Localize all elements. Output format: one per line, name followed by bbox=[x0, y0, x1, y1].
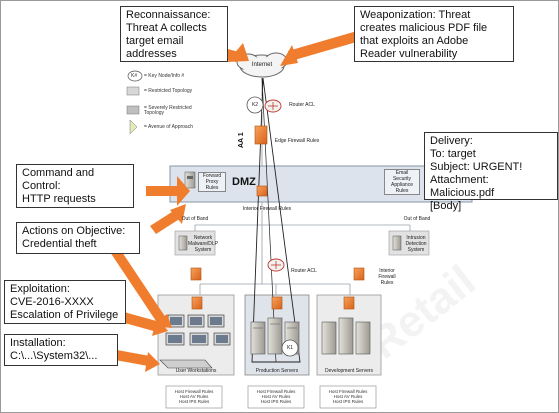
router-top-icon bbox=[264, 99, 282, 113]
forward-proxy-server-icon bbox=[184, 171, 196, 189]
delivery-callout: Delivery: To: target Subject: URGENT! At… bbox=[424, 132, 558, 212]
installation-callout: Installation: C:\...\System32\... bbox=[4, 334, 118, 366]
host-rules-user-label: Host Firewall Rules Host AV Rules Host I… bbox=[174, 389, 214, 404]
prod-fw-icon bbox=[271, 296, 283, 310]
actions-down-arrow bbox=[110, 246, 166, 324]
legend-key-symbol: K# bbox=[131, 73, 138, 79]
host-rules-user-box bbox=[165, 385, 223, 409]
user-fw-icon bbox=[191, 296, 203, 310]
legend-key-node: = Key Node/Info # bbox=[144, 73, 185, 79]
edge-firewall-label: Edge Firewall Rules bbox=[274, 138, 320, 144]
workstation-computers-icon bbox=[159, 314, 231, 369]
interior-firewall-right-label: Interior Firewall Rules bbox=[378, 268, 396, 286]
host-rules-dev-label: Host Firewall Rules Host AV Rules Host I… bbox=[328, 389, 368, 404]
host-rules-prod-label: Host Firewall Rules Host AV Rules Host I… bbox=[256, 389, 296, 404]
development-servers-label: Development Servers bbox=[324, 368, 374, 374]
workstations-firewall-icon bbox=[190, 267, 202, 281]
network-malware-label: Network Malware/DLP System bbox=[188, 235, 219, 253]
k2-label: K2 bbox=[251, 102, 259, 108]
interior-firewall-icon bbox=[256, 185, 268, 197]
legend-severely-restricted: = Severely Restricted Topology bbox=[144, 105, 192, 116]
router-acl-top-label: Router ACL bbox=[289, 102, 315, 108]
malware-dlp-server-icon bbox=[178, 235, 188, 251]
internet-cloud-icon bbox=[236, 52, 288, 78]
installation-arrow bbox=[115, 350, 150, 366]
interior-firewall-label: Interior Firewall Rules bbox=[242, 206, 292, 212]
host-rules-prod-box bbox=[247, 385, 305, 409]
interior-right-firewall-icon bbox=[353, 267, 365, 281]
avenue-center-line bbox=[261, 77, 277, 363]
legend-avenue: = Avenue of Approach bbox=[144, 124, 193, 130]
exploitation-arrow bbox=[121, 312, 160, 332]
weaponization-callout: Weaponization: Threat creates malicious … bbox=[354, 6, 514, 62]
forward-proxy-label: Forward Proxy Rules bbox=[198, 172, 226, 192]
legend bbox=[126, 70, 143, 135]
production-servers-label: Production Servers bbox=[255, 368, 299, 374]
key-node-k2 bbox=[246, 96, 264, 114]
internet-label: Internet bbox=[251, 62, 273, 68]
user-workstations-label: User Workstations bbox=[175, 368, 217, 374]
dev-fw-icon bbox=[343, 296, 355, 310]
exploitation-callout: Exploitation: CVE-2016-XXXX Escalation o… bbox=[4, 280, 126, 324]
intrusion-detection-box bbox=[388, 230, 430, 256]
c2-arrow bbox=[146, 176, 190, 206]
out-of-band-left-label: Out of Band bbox=[181, 216, 209, 222]
k1-label: K1 bbox=[286, 345, 294, 351]
key-node-k1 bbox=[281, 339, 299, 357]
command-control-callout: Command and Control: HTTP requests bbox=[16, 164, 134, 208]
dmz-label: DMZ bbox=[232, 176, 256, 188]
aa-label: AA 1 bbox=[238, 132, 245, 148]
email-security-label: Email Security Appliance Rules bbox=[384, 169, 420, 195]
ids-server-icon bbox=[392, 235, 402, 251]
reconnaissance-callout: Reconnaissance: Threat A collects target… bbox=[120, 6, 228, 62]
weaponization-arrow bbox=[288, 31, 360, 61]
development-servers-icon bbox=[321, 317, 371, 355]
legend-restricted: = Restricted Topology bbox=[144, 88, 193, 94]
actions-on-objective-callout: Actions on Objective: Credential theft bbox=[16, 222, 140, 254]
intrusion-detection-label: Intrusion Detection System bbox=[405, 235, 427, 253]
actions-arrow bbox=[150, 210, 181, 234]
router-mid-icon bbox=[267, 258, 285, 272]
edge-firewall-icon bbox=[254, 125, 268, 145]
router-acl-mid-label: Router ACL bbox=[291, 268, 317, 274]
host-rules-dev-box bbox=[319, 385, 377, 409]
out-of-band-right-label: Out of Band bbox=[403, 216, 431, 222]
